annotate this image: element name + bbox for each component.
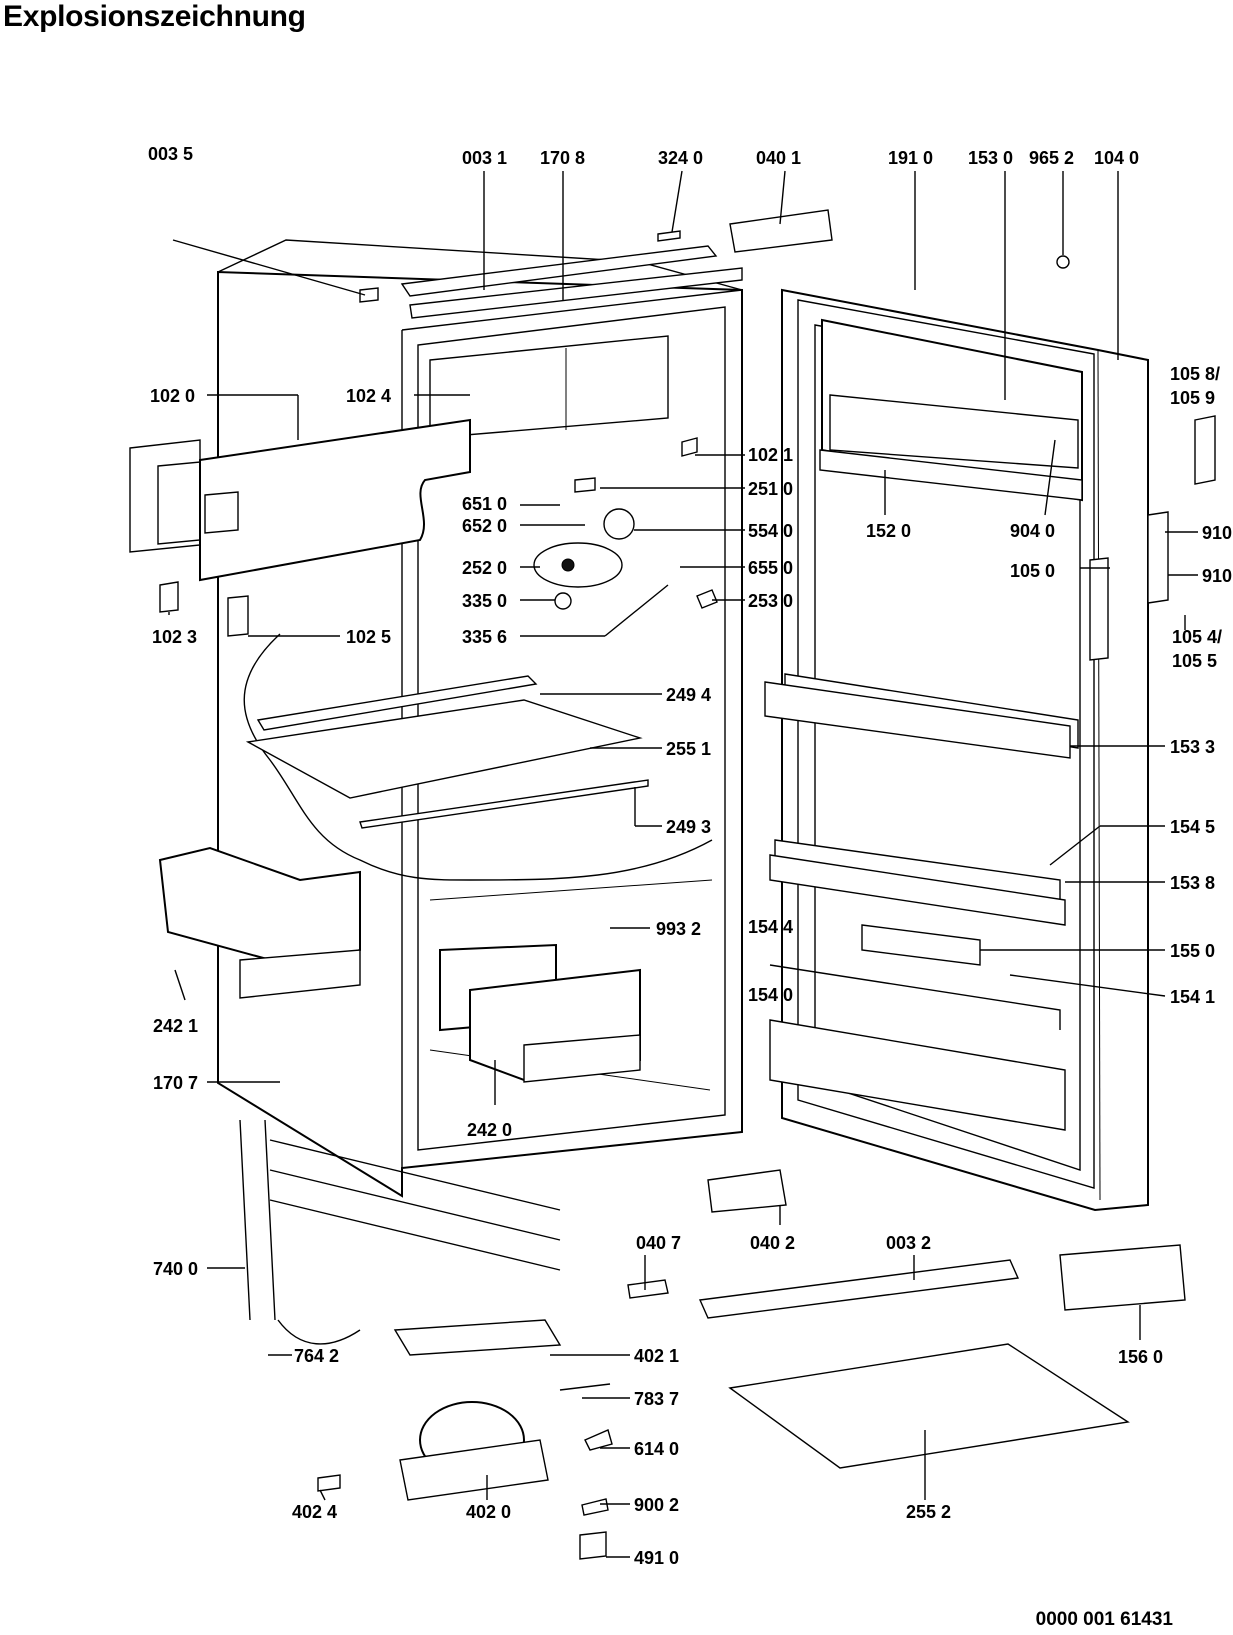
label-104-0: 104 0 bbox=[1094, 148, 1139, 168]
shelves-drawing bbox=[245, 675, 649, 829]
thermostat-drawing bbox=[533, 437, 718, 610]
label-102-3: 102 3 bbox=[152, 627, 197, 647]
label-102-5: 102 5 bbox=[346, 627, 391, 647]
label-335-6: 335 6 bbox=[462, 627, 507, 647]
label-655-0: 655 0 bbox=[748, 558, 793, 578]
label-040-1: 040 1 bbox=[756, 148, 801, 168]
label-651-0: 651 0 bbox=[462, 494, 507, 514]
label-105-9: 105 9 bbox=[1170, 388, 1215, 408]
label-154-4: 154 4 bbox=[748, 917, 793, 937]
label-993-2: 993 2 bbox=[656, 919, 701, 939]
label-170-8: 170 8 bbox=[540, 148, 585, 168]
label-156-0: 156 0 bbox=[1118, 1347, 1163, 1367]
door-drawing bbox=[764, 288, 1216, 1212]
label-904-0: 904 0 bbox=[1010, 521, 1055, 541]
label-242-1: 242 1 bbox=[153, 1016, 198, 1036]
label-102-0: 102 0 bbox=[150, 386, 195, 406]
label-153-0: 153 0 bbox=[968, 148, 1013, 168]
label-491-0: 491 0 bbox=[634, 1548, 679, 1568]
label-255-2: 255 2 bbox=[906, 1502, 951, 1522]
label-251-0: 251 0 bbox=[748, 479, 793, 499]
document-code: 0000 001 61431 bbox=[1035, 1609, 1173, 1630]
label-252-0: 252 0 bbox=[462, 558, 507, 578]
label-910-0: 910 0 bbox=[1202, 523, 1233, 543]
label-965-2: 965 2 bbox=[1029, 148, 1074, 168]
label-040-2: 040 2 bbox=[750, 1233, 795, 1253]
label-324-0: 324 0 bbox=[658, 148, 703, 168]
label-153-8: 153 8 bbox=[1170, 873, 1215, 893]
label-105-5: 105 5 bbox=[1172, 651, 1217, 671]
label-152-0: 152 0 bbox=[866, 521, 911, 541]
label-102-1: 102 1 bbox=[748, 445, 793, 465]
label-105-4: 105 4/ bbox=[1172, 627, 1222, 647]
label-040-7: 040 7 bbox=[636, 1233, 681, 1253]
label-255-1: 255 1 bbox=[666, 739, 711, 759]
crisper-drawing bbox=[158, 846, 641, 1083]
label-335-0: 335 0 bbox=[462, 591, 507, 611]
label-402-4: 402 4 bbox=[292, 1502, 337, 1522]
label-154-1: 154 1 bbox=[1170, 987, 1215, 1007]
label-253-0: 253 0 bbox=[748, 591, 793, 611]
label-900-2: 900 2 bbox=[634, 1495, 679, 1515]
label-153-3: 153 3 bbox=[1170, 737, 1215, 757]
label-783-7: 783 7 bbox=[634, 1389, 679, 1409]
label-102-4: 102 4 bbox=[346, 386, 391, 406]
label-242-0: 242 0 bbox=[467, 1120, 512, 1140]
label-105-0: 105 0 bbox=[1010, 561, 1055, 581]
label-402-0: 402 0 bbox=[466, 1502, 511, 1522]
label-170-7: 170 7 bbox=[153, 1073, 198, 1093]
label-554-0: 554 0 bbox=[748, 521, 793, 541]
label-652-0: 652 0 bbox=[462, 516, 507, 536]
label-249-4: 249 4 bbox=[666, 685, 711, 705]
page-title: Explosionszeichnung bbox=[3, 0, 306, 33]
label-764-2: 764 2 bbox=[294, 1346, 339, 1366]
part-labels: 003 5 003 1 170 8 324 0 040 1 191 0 153 … bbox=[148, 144, 1233, 1568]
label-614-0: 614 0 bbox=[634, 1439, 679, 1459]
label-154-5: 154 5 bbox=[1170, 817, 1215, 837]
label-154-0: 154 0 bbox=[748, 985, 793, 1005]
label-910-1: 910 1 bbox=[1202, 566, 1233, 586]
label-191-0: 191 0 bbox=[888, 148, 933, 168]
label-740-0: 740 0 bbox=[153, 1259, 198, 1279]
label-402-1: 402 1 bbox=[634, 1346, 679, 1366]
label-003-5: 003 5 bbox=[148, 144, 193, 164]
label-003-1: 003 1 bbox=[462, 148, 507, 168]
label-249-3: 249 3 bbox=[666, 817, 711, 837]
leader-lines bbox=[168, 170, 1198, 1558]
label-155-0: 155 0 bbox=[1170, 941, 1215, 961]
lower-parts-drawing bbox=[239, 209, 1186, 1560]
label-105-8: 105 8/ bbox=[1170, 364, 1220, 384]
label-003-2: 003 2 bbox=[886, 1233, 931, 1253]
